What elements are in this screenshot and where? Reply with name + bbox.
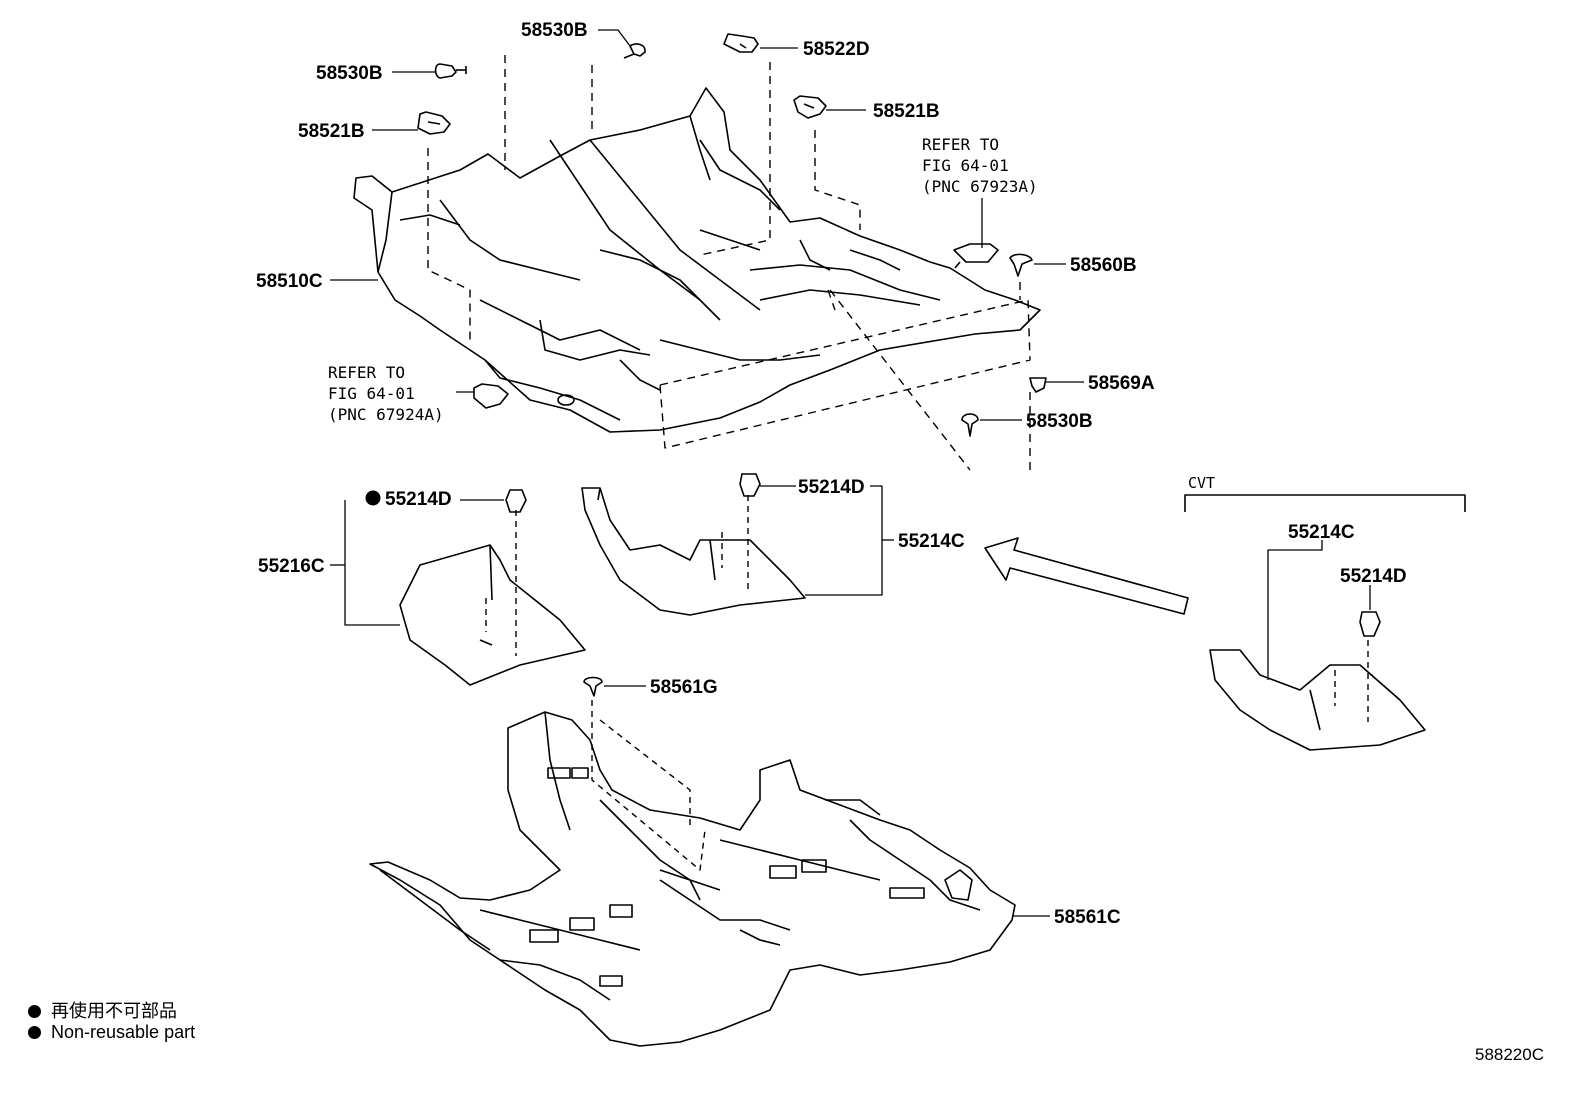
label-58561g: 58561G [650,677,718,698]
label-55216c: 55216C [258,556,325,577]
svg-text:REFER TO: REFER TO [922,135,999,154]
label-55214d-cvt: 55214D [1340,566,1407,587]
label-58560b: 58560B [1070,255,1137,276]
fastener-58530b-lower [961,413,979,437]
svg-text:(PNC 67924A): (PNC 67924A) [328,405,444,424]
clip-58569a [1029,377,1047,393]
clip-58522d [723,33,759,53]
clip-58521b-left [417,111,451,135]
label-58522d: 58522D [803,39,870,60]
cvt-bracket [1184,494,1466,512]
clip-67923a [953,243,999,269]
dashed-lower [591,700,706,871]
dashed-outline-upper [427,55,1031,471]
clip-58560b [1009,253,1033,277]
label-58530b-lower: 58530B [1026,411,1093,432]
ref-note-67924a: REFER TO FIG 64-01 (PNC 67924A) [328,363,444,424]
svg-text:(PNC 67923A): (PNC 67923A) [922,177,1038,196]
label-55214c-cvt: 55214C [1288,522,1355,543]
label-58530b-left: 58530B [316,63,383,84]
clip-55214d-cvt [1359,611,1381,637]
label-58510c: 58510C [256,271,323,292]
leader-lines [330,29,1371,917]
panel-55216c [399,544,586,686]
label-58561c: 58561C [1054,907,1121,928]
label-cvt: CVT [1188,474,1215,492]
clip-67924a [473,383,509,409]
clip-55214d-left [505,489,527,513]
svg-text:FIG 64-01: FIG 64-01 [922,156,1009,175]
clip-55214d-mid [739,473,761,497]
label-55214d-left: 55214D [385,489,452,510]
fastener-58530b-left [434,63,467,79]
direction-arrow [984,537,1189,615]
clip-58521b-right [793,95,827,119]
label-58521b-left: 58521B [298,121,365,142]
carpet-58510c [353,87,1041,433]
bullet-icon [28,1005,41,1018]
label-58569a: 58569A [1088,373,1155,394]
carpet-58561c [369,711,1016,1047]
legend-jp: 再使用不可部品 [28,997,177,1023]
fastener-58530b-top [623,43,646,59]
clip-58561g [583,676,603,697]
label-55214c-mid: 55214C [898,531,965,552]
bullet-icon [28,1026,41,1039]
label-55214d-mid: 55214D [798,477,865,498]
panel-55214c-mid [581,487,806,616]
ref-note-67923a: REFER TO FIG 64-01 (PNC 67923A) [922,135,1038,196]
svg-text:REFER TO: REFER TO [328,363,405,382]
svg-text:FIG 64-01: FIG 64-01 [328,384,415,403]
figure-number: 588220C [1474,1045,1544,1064]
panel-55214c-cvt [1209,649,1426,751]
label-58530b-top: 58530B [521,20,588,41]
non-reusable-marker [365,490,381,506]
legend-en: Non-reusable part [28,1022,195,1043]
dashed-middle [485,495,1369,722]
label-58521b-right: 58521B [873,101,940,122]
